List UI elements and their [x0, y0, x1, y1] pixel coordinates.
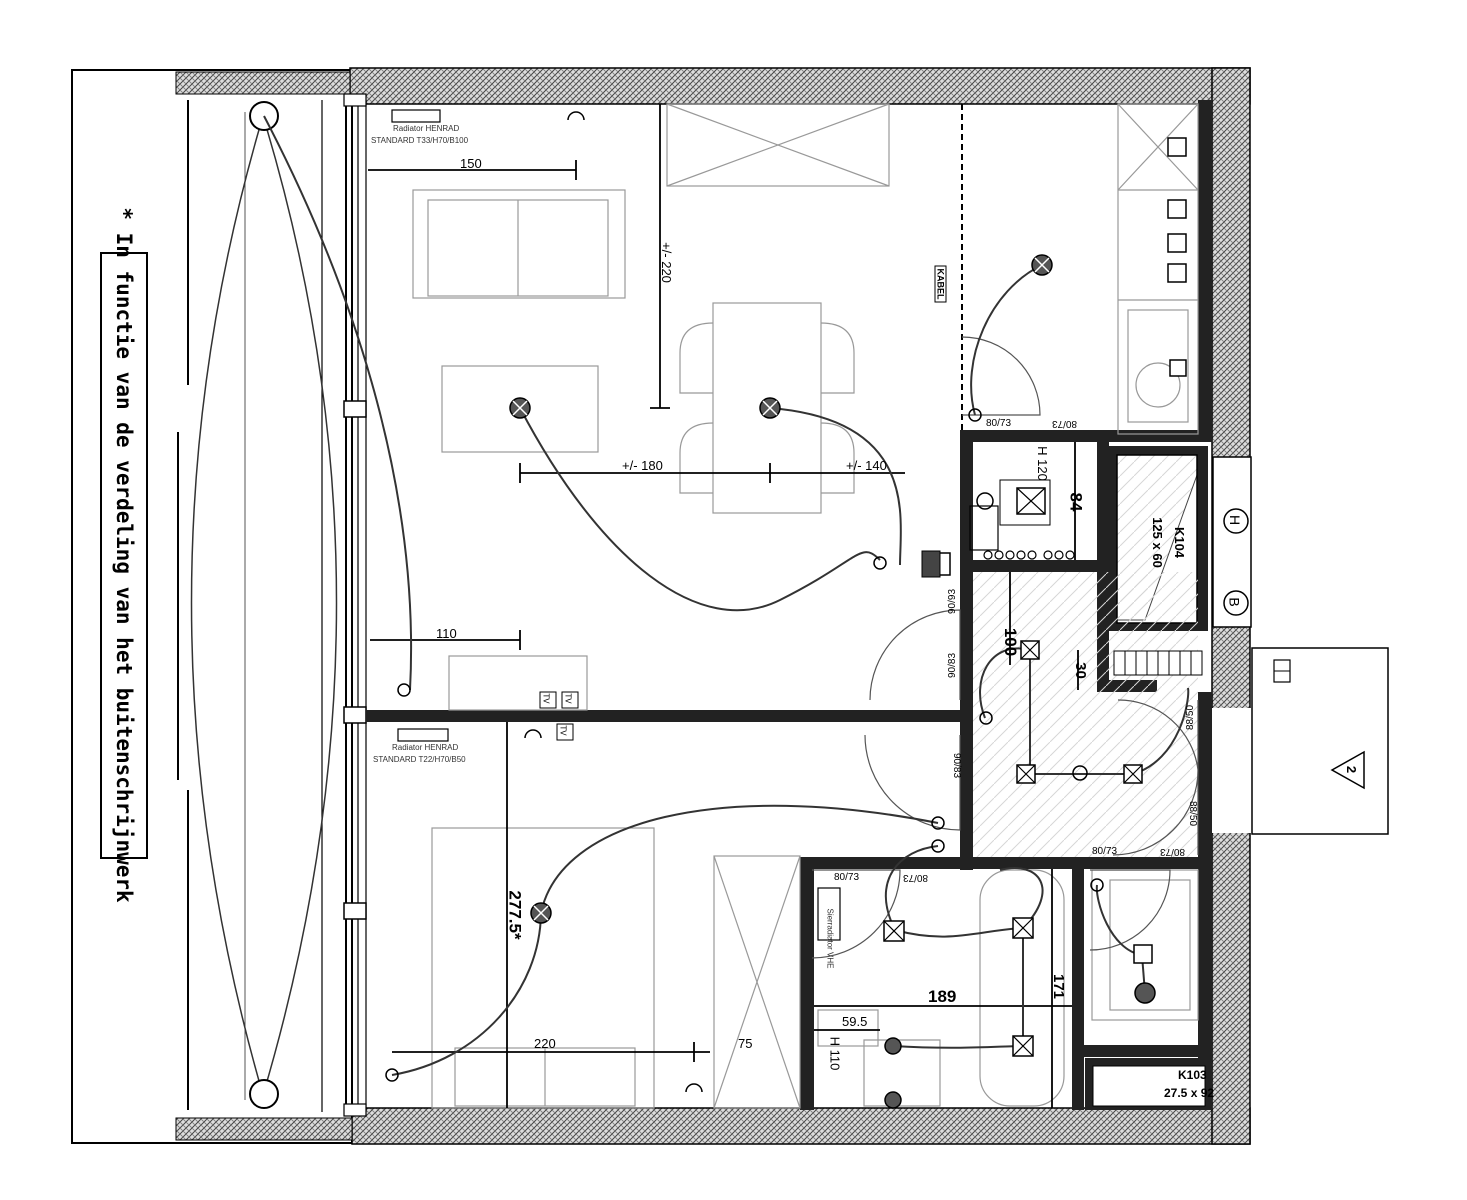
radiator-label-1a: Radiator HENRAD — [393, 124, 460, 133]
height-120: H 120 — [1034, 446, 1050, 481]
k104-size: 125 x 60 — [1149, 517, 1165, 568]
radiator-label-2b: STANDARD T22/H70/B50 — [373, 755, 466, 764]
small-radiator-label: Sierradiator VHE — [825, 908, 835, 969]
door-label-f: 80/73 — [834, 872, 860, 883]
door-label-b: 80/73 — [1052, 418, 1078, 429]
door-label-g: 80/73 — [903, 872, 929, 883]
dimension-189: 189 — [928, 987, 957, 1006]
tv-label-1: TV — [541, 693, 551, 704]
dimension-75: 75 — [738, 1036, 753, 1051]
door-label-j: 88/50 — [1185, 704, 1197, 731]
dimension-180: +/- 180 — [622, 458, 663, 473]
dimension-150: 150 — [460, 156, 482, 171]
k104-name: K104 — [1172, 526, 1188, 559]
dimension-59-5: 59.5 — [842, 1014, 868, 1029]
radiator-label-1b: STANDARD T33/H70/B100 — [371, 136, 469, 145]
k103-name: K103 — [1178, 1068, 1207, 1082]
dimension-171: 171 — [1050, 973, 1068, 1000]
dimension-277-5: 277.5* — [505, 890, 525, 940]
note-text: * In functie van de verdeling van het bu… — [112, 207, 136, 903]
height-110: H 110 — [827, 1036, 843, 1071]
dimension-220: 220 — [534, 1036, 556, 1051]
exterior-wall-top — [349, 67, 1251, 105]
dimension-220-vertical: +/- 220 — [658, 242, 674, 283]
door-label-c: 90/93 — [947, 588, 959, 615]
door-label-k: 88/50 — [1187, 800, 1199, 827]
tv-label-2: TV — [563, 693, 573, 704]
door-label-i: 80/73 — [1160, 846, 1186, 857]
k103-size: 27.5 x 92 — [1164, 1086, 1215, 1100]
meter-b-label: B — [1226, 597, 1243, 607]
door-label-d: 90/83 — [947, 652, 959, 679]
door-label-e: 90/83 — [951, 752, 963, 779]
dimension-110: 110 — [436, 626, 457, 641]
bedroom-wall — [366, 710, 973, 722]
dimension-84: 84 — [1066, 492, 1086, 512]
level-number: 2 — [1344, 765, 1360, 774]
exterior-wall-bottom — [351, 1107, 1251, 1145]
dimension-100: 100 — [1001, 627, 1021, 657]
door-label-a: 80/73 — [986, 418, 1012, 429]
terrace-outline — [71, 69, 353, 1144]
door-label-h: 80/73 — [1092, 846, 1118, 857]
kabel-label: KABEL — [934, 265, 947, 303]
meter-h-label: H — [1227, 514, 1244, 526]
dimension-140: +/- 140 — [846, 458, 887, 473]
note-box — [100, 252, 148, 859]
dimension-30: 30 — [1071, 662, 1089, 679]
radiator-label-2a: Radiator HENRAD — [392, 743, 459, 752]
tv-label-3: TV — [558, 725, 568, 736]
terrace-wall-bottom — [175, 1117, 353, 1141]
terrace-wall-top — [175, 71, 351, 95]
